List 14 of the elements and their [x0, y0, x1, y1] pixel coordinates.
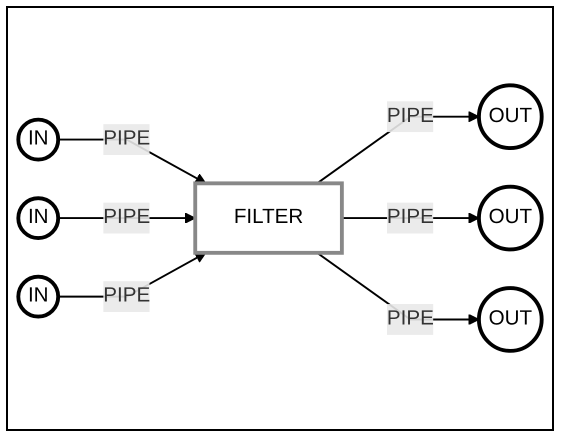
node-box	[193, 182, 344, 256]
edge-label: PIPE	[103, 128, 150, 150]
node-circle	[16, 275, 60, 319]
edge-label: PIPE	[103, 285, 150, 308]
node-circle	[476, 84, 544, 150]
edge-label: PIPE	[386, 206, 434, 229]
node-circle	[476, 286, 544, 354]
node-circle	[476, 185, 544, 252]
node-circle	[16, 118, 60, 162]
edge-label: PIPE	[386, 106, 434, 128]
edge-label: PIPE	[103, 206, 150, 229]
edge-label: PIPE	[386, 308, 434, 330]
diagram-frame: PIPE PIPE PIPE PIPE PIPE PIPE IN OUT IN FILTER OUT IN OUT	[6, 6, 554, 431]
node-circle	[16, 196, 60, 240]
